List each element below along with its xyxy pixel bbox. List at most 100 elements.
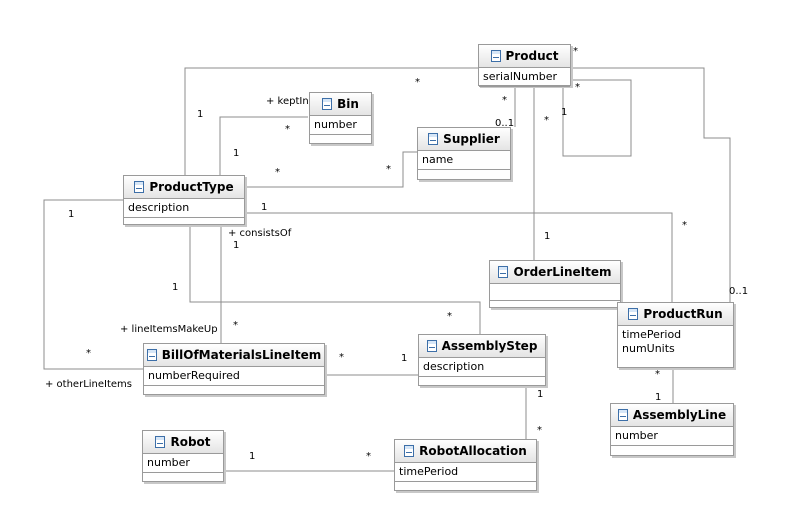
class-assemblystep[interactable]: AssemblyStep description: [418, 334, 546, 386]
attribute: number: [314, 118, 357, 131]
attribute-compartment: [490, 284, 620, 301]
multiplicity-label: 1: [401, 353, 408, 364]
class-icon: [617, 409, 628, 421]
class-icon: [628, 308, 639, 320]
class-icon: [155, 436, 166, 448]
multiplicity-label: 1: [655, 392, 662, 403]
class-robot[interactable]: Robot number: [142, 430, 224, 482]
assoc-product-self: [562, 79, 632, 157]
multiplicity-label: 1: [537, 389, 544, 400]
attribute: timePeriod: [622, 328, 682, 341]
multiplicity-label: 0..1: [729, 286, 749, 297]
multiplicity-label: *: [544, 115, 549, 126]
operation-compartment: [395, 482, 536, 491]
class-header: AssemblyLine: [611, 404, 733, 427]
assoc-producttype-bin: [219, 116, 308, 175]
role-label: + lineItemsMakeUp: [120, 324, 218, 335]
operation-compartment: [143, 473, 223, 482]
class-header: ProductType: [124, 176, 244, 199]
class-name: AssemblyLine: [632, 408, 727, 422]
role-label: + otherLineItems: [45, 379, 133, 390]
assoc-producttype-assemblystep: [189, 225, 481, 334]
attribute-compartment: description: [124, 199, 244, 218]
multiplicity-label: *: [537, 425, 542, 436]
class-assemblyline[interactable]: AssemblyLine number: [610, 403, 734, 456]
multiplicity-label: 1: [68, 209, 75, 220]
multiplicity-label: 1: [233, 240, 240, 251]
class-header: AssemblyStep: [419, 335, 545, 358]
class-product[interactable]: Product serialNumber: [478, 44, 571, 87]
class-name: Bin: [337, 97, 359, 111]
attribute-compartment: name: [418, 151, 510, 170]
class-name: ProductRun: [643, 307, 723, 321]
attribute: serialNumber: [483, 70, 558, 83]
class-supplier[interactable]: Supplier name: [417, 127, 511, 180]
class-header: Bin: [310, 93, 371, 116]
class-icon: [146, 349, 157, 361]
multiplicity-label: *: [415, 77, 420, 88]
assoc-producttype-product: [184, 67, 478, 175]
role-label: + keptIn: [266, 96, 309, 107]
multiplicity-label: *: [655, 369, 660, 380]
class-header: Robot: [143, 431, 223, 454]
class-header: BillOfMaterialsLineItem: [144, 344, 324, 367]
attribute-compartment: number: [143, 454, 223, 473]
attribute-compartment: timePeriod: [395, 463, 536, 482]
operation-compartment: [310, 135, 371, 144]
operation-compartment: [124, 218, 244, 227]
multiplicity-label: *: [275, 167, 280, 178]
class-header: OrderLineItem: [490, 261, 620, 284]
assoc-producttype-productrun: [245, 212, 673, 304]
class-productrun[interactable]: ProductRun timePeriod numUnits: [617, 302, 734, 368]
operation-compartment: [418, 170, 510, 179]
class-name: Product: [505, 49, 559, 63]
class-robotallocation[interactable]: RobotAllocation timePeriod: [394, 439, 537, 491]
multiplicity-label: 1: [561, 107, 568, 118]
attribute-compartment: serialNumber: [479, 68, 570, 87]
multiplicity-label: *: [447, 311, 452, 322]
multiplicity-label: *: [573, 46, 578, 57]
class-producttype[interactable]: ProductType description: [123, 175, 245, 225]
attribute: description: [128, 201, 190, 214]
class-orderlineitem[interactable]: OrderLineItem: [489, 260, 621, 308]
assoc-producttype-bom-left: [43, 199, 143, 370]
attribute: number: [147, 456, 190, 469]
multiplicity-label: 1: [544, 231, 551, 242]
multiplicity-label: *: [366, 451, 371, 462]
class-header: Product: [479, 45, 570, 68]
attribute: numUnits: [622, 342, 675, 355]
class-icon: [498, 266, 509, 278]
assoc-producttype-supplier: [245, 151, 417, 188]
multiplicity-label: 1: [172, 282, 179, 293]
attribute-compartment: number: [310, 116, 371, 135]
class-icon: [490, 50, 501, 62]
class-billofmaterialslineitem[interactable]: BillOfMaterialsLineItem numberRequired: [143, 343, 325, 395]
class-header: ProductRun: [618, 303, 733, 326]
class-header: RobotAllocation: [395, 440, 536, 463]
multiplicity-label: 1: [249, 451, 256, 462]
class-header: Supplier: [418, 128, 510, 151]
operation-compartment: [490, 301, 620, 310]
multiplicity-label: *: [575, 82, 580, 93]
assoc-product-productrun: [570, 67, 731, 302]
attribute-compartment: number: [611, 427, 733, 446]
multiplicity-label: 1: [197, 109, 204, 120]
class-name: ProductType: [149, 180, 234, 194]
class-icon: [428, 133, 439, 145]
multiplicity-label: *: [285, 124, 290, 135]
operation-compartment: [611, 446, 733, 455]
class-name: OrderLineItem: [513, 265, 612, 279]
class-bin[interactable]: Bin number: [309, 92, 372, 144]
multiplicity-label: *: [339, 352, 344, 363]
multiplicity-label: 0..1: [495, 118, 515, 129]
multiplicity-label: *: [233, 320, 238, 331]
role-label: + consistsOf: [228, 228, 292, 239]
multiplicity-label: *: [386, 164, 391, 175]
class-icon: [404, 445, 415, 457]
multiplicity-label: 1: [261, 202, 268, 213]
multiplicity-label: *: [502, 95, 507, 106]
multiplicity-label: *: [86, 348, 91, 359]
class-name: RobotAllocation: [419, 444, 527, 458]
